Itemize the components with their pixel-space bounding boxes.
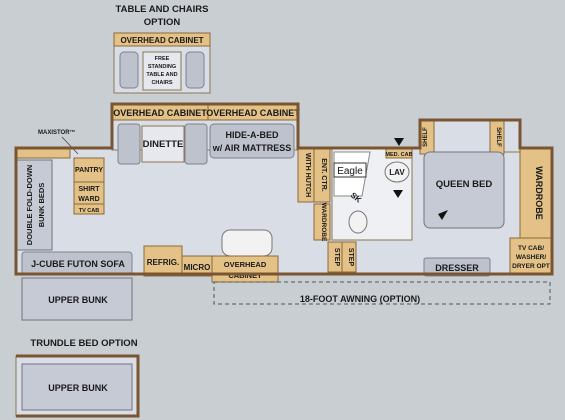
trundle-bed-option: TRUNDLE BED OPTION UPPER BUNK — [15, 338, 140, 418]
step-2-label: STEP — [347, 248, 354, 267]
awning-label: 18-FOOT AWNING (OPTION) — [300, 294, 420, 304]
table-label-3: TABLE AND — [146, 72, 177, 78]
shirt-ward-label-1: SHIRT — [79, 186, 101, 193]
upper-bunk-label: UPPER BUNK — [48, 295, 108, 305]
dinette-table — [141, 125, 185, 163]
shelf-left-label: SHELF — [423, 127, 429, 147]
shirt-ward-label-2: WARD — [78, 196, 99, 203]
kitchen-sink — [221, 229, 273, 257]
wardrobe-small — [313, 203, 331, 241]
tv-cab-front — [73, 203, 105, 215]
step-2 — [341, 241, 357, 273]
table-label-2: STANDING — [148, 64, 176, 70]
trundle-upper-bunk-label: UPPER BUNK — [48, 383, 108, 393]
awning-outline — [213, 281, 551, 305]
tv-cab-front-label: TV CAB — [79, 208, 100, 214]
table-chairs-title-1: TABLE AND CHAIRS — [116, 4, 209, 15]
shelf-right-label: SHELF — [495, 127, 501, 147]
table-chairs-option: TABLE AND CHAIRS OPTION OVERHEAD CABINET… — [113, 4, 211, 94]
upper-bunk — [21, 277, 133, 321]
queen-bed — [423, 151, 505, 229]
dinette-bench-right — [184, 123, 208, 165]
queen-bed-label: QUEEN BED — [436, 179, 493, 190]
bed-arrow-icon — [438, 210, 448, 220]
hide-a-bed-label-2: w/ AIR MATTRESS — [212, 143, 292, 153]
trundle-wall — [16, 354, 140, 418]
table-chairs-cabinet-label: OVERHEAD CABINET — [120, 36, 203, 45]
bunk-label-2: BUNK BEDS — [37, 183, 46, 228]
step-1-label: STEP — [333, 248, 340, 267]
lav-label: LAV — [389, 168, 405, 177]
lavatory-sink — [384, 161, 410, 183]
tvcab-label-3: DRYER OPT — [512, 263, 550, 270]
table-label-4: CHAIRS — [151, 80, 172, 86]
refrig-label: REFRIG. — [147, 258, 179, 267]
eagle-label: Eagle — [337, 166, 363, 177]
hide-a-bed-sofa — [209, 123, 295, 159]
dresser-label: DRESSER — [435, 263, 479, 273]
tvcab-label-1: TV CAB/ — [518, 245, 544, 252]
dinette-bench-left — [117, 123, 141, 165]
futon-label: J-CUBE FUTON SOFA — [31, 259, 125, 269]
bunk-beds — [15, 159, 53, 251]
wardrobe-label: WARDROBE — [534, 166, 544, 220]
ent-center-label: ENT. CTR. — [320, 158, 327, 192]
bath-arrow-icon — [393, 190, 403, 198]
toilet — [348, 210, 368, 234]
overhead-cab-label-1: OVERHEAD — [224, 260, 267, 269]
med-cab-label: MED. CAB — [385, 152, 412, 158]
dinette-label: DINETTE — [143, 139, 184, 150]
overhead-cabinet-1-label: OVERHEAD CABINET — [113, 108, 207, 118]
bedroom-slide-floor — [419, 119, 521, 153]
trundle-upper-bunk — [21, 363, 133, 411]
table-chairs-title-2: OPTION — [144, 17, 181, 28]
exterior-wall — [14, 102, 554, 276]
maxistor-label: MAXISTOR™ — [38, 129, 76, 136]
chair-right — [185, 51, 205, 89]
trundle-title: TRUNDLE BED OPTION — [30, 338, 137, 349]
eagle-badge — [333, 162, 367, 178]
main-floorplan: OVERHEAD CABINET OVERHEAD CABINET DINETT… — [14, 102, 554, 321]
pantry-label: PANTRY — [75, 167, 103, 174]
chair-left — [119, 51, 139, 89]
hutch-label: WITH HUTCH — [304, 153, 311, 197]
free-standing-table — [142, 51, 182, 91]
table-chairs-cabinet — [113, 32, 211, 47]
micro-label: MICRO — [184, 263, 211, 272]
maxistor-leader — [61, 136, 79, 155]
table-label-1: FREE — [155, 56, 170, 62]
overhead-cabinet-2-label: OVERHEAD CABINET — [206, 108, 300, 118]
wardrobe-small-label: WARDROBE — [320, 203, 327, 242]
med-cab-arrow-icon — [394, 138, 404, 146]
dresser — [423, 257, 491, 277]
bunk-label-1: DOUBLE FOLD-DOWN — [25, 165, 34, 245]
hide-a-bed-label-1: HIDE-A-BED — [226, 130, 279, 140]
pantry — [73, 157, 105, 183]
tvcab-label-2: WASHER/ — [516, 254, 547, 261]
